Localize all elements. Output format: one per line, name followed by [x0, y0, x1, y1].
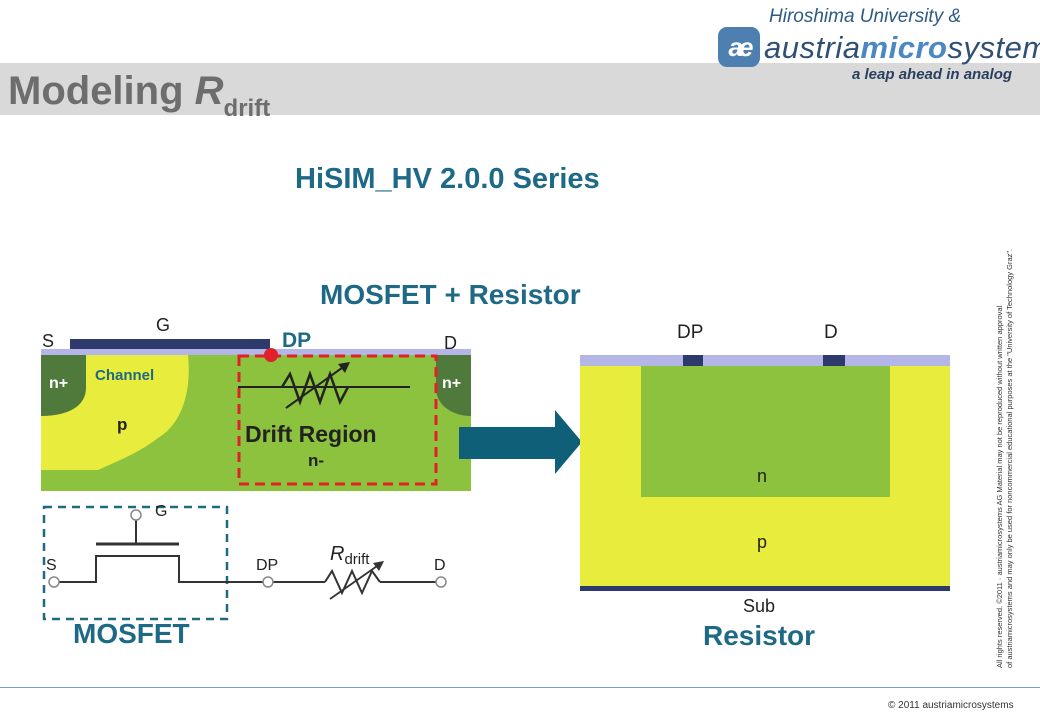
dp-label: DP [282, 329, 311, 352]
gate-oxide [41, 349, 471, 355]
resistor-d-label: D [824, 322, 838, 343]
circuit-source-label: S [46, 557, 57, 574]
channel-path [55, 555, 265, 583]
copyright-side-note: All rights reserved. ©2011 · austriamicr… [995, 249, 1015, 668]
mosfet-cross-section: S G D DP n+ n+ Channel p Drift Region n- [41, 315, 471, 491]
oxide-layer [580, 355, 950, 366]
sub-label: Sub [743, 596, 775, 616]
title-r-symbol: R [194, 69, 224, 113]
company-logo-icon: ae [718, 27, 760, 67]
rdrift-zigzag [324, 568, 381, 596]
n-plus-drain-region [436, 355, 471, 416]
rdrift-arrow [329, 563, 381, 600]
drift-region-label: Drift Region [245, 421, 377, 447]
substrate-contact [580, 586, 950, 591]
company-suffix: systems [947, 30, 1040, 65]
resistor-dp-label: DP [677, 322, 703, 343]
gate-electrode [70, 339, 270, 349]
gate-terminal [130, 509, 142, 521]
mosfet-dashed-box [42, 505, 229, 621]
footer-company: austriamicrosystems [922, 700, 1014, 711]
company-name: austriamicrosystems [764, 30, 1040, 66]
rdrift-symbol-r: R [330, 543, 344, 565]
page-title: Modeling Rdrift [8, 68, 270, 132]
tagline: a leap ahead in analog [852, 66, 1013, 83]
circuit-dp-label: DP [256, 557, 278, 574]
variable-resistor-arrow [285, 364, 347, 409]
circuit-gate-label: G [155, 503, 167, 520]
rdrift-arrowhead [373, 561, 384, 571]
drain-label: D [444, 333, 457, 353]
rdrift-symbol: Rdrift [330, 543, 370, 568]
title-bar [0, 63, 1040, 115]
diagram-subtitle: MOSFET + Resistor [320, 279, 581, 310]
rdrift-symbol-sub: drift [344, 551, 370, 568]
n-plus-right-label: n+ [442, 375, 461, 392]
footer-copyright: © 2011 austriamicrosystems [888, 700, 1014, 711]
resistor-label: Resistor [703, 620, 816, 651]
footer-divider [0, 687, 1040, 688]
gate-label: G [156, 315, 170, 335]
variable-resistor-arrowhead [338, 362, 350, 373]
title-main: Modeling [8, 69, 195, 113]
title-subscript: drift [223, 95, 271, 122]
channel-label: Channel [95, 367, 154, 384]
resistor-p-label: p [757, 532, 767, 552]
d-contact [823, 355, 845, 366]
n-plus-left-label: n+ [49, 375, 68, 392]
right-arrow-icon [459, 410, 582, 474]
series-title: HiSIM_HV 2.0.0 Series [295, 163, 600, 195]
footer-year: © 2011 [888, 700, 923, 711]
n-region [641, 366, 890, 497]
dp-node [264, 348, 278, 362]
n-minus-label: n- [308, 451, 324, 470]
company-prefix: austria [764, 30, 861, 65]
p-region-label: p [117, 415, 127, 434]
dp-contact [683, 355, 703, 366]
side-note-line-1: All rights reserved. ©2011 · austriamicr… [995, 305, 1004, 668]
circuit-drain-label: D [434, 557, 446, 574]
source-terminal [48, 576, 60, 588]
drain-terminal [435, 576, 447, 588]
resistor-cross-section: DP D n p Sub [580, 322, 950, 616]
drift-region-box [237, 354, 438, 486]
dp-terminal [262, 576, 274, 588]
resistor-n-label: n [757, 466, 767, 486]
affiliation: Hiroshima University & [769, 6, 962, 27]
mosfet-label: MOSFET [73, 618, 190, 649]
circuit-schematic: G S DP D Rdrift [42, 503, 447, 621]
source-label: S [42, 331, 54, 351]
side-note-line-2: of austriamicrosystems and may only be u… [1005, 248, 1014, 668]
company-micro: micro [860, 30, 948, 65]
n-plus-source-region [41, 355, 86, 416]
